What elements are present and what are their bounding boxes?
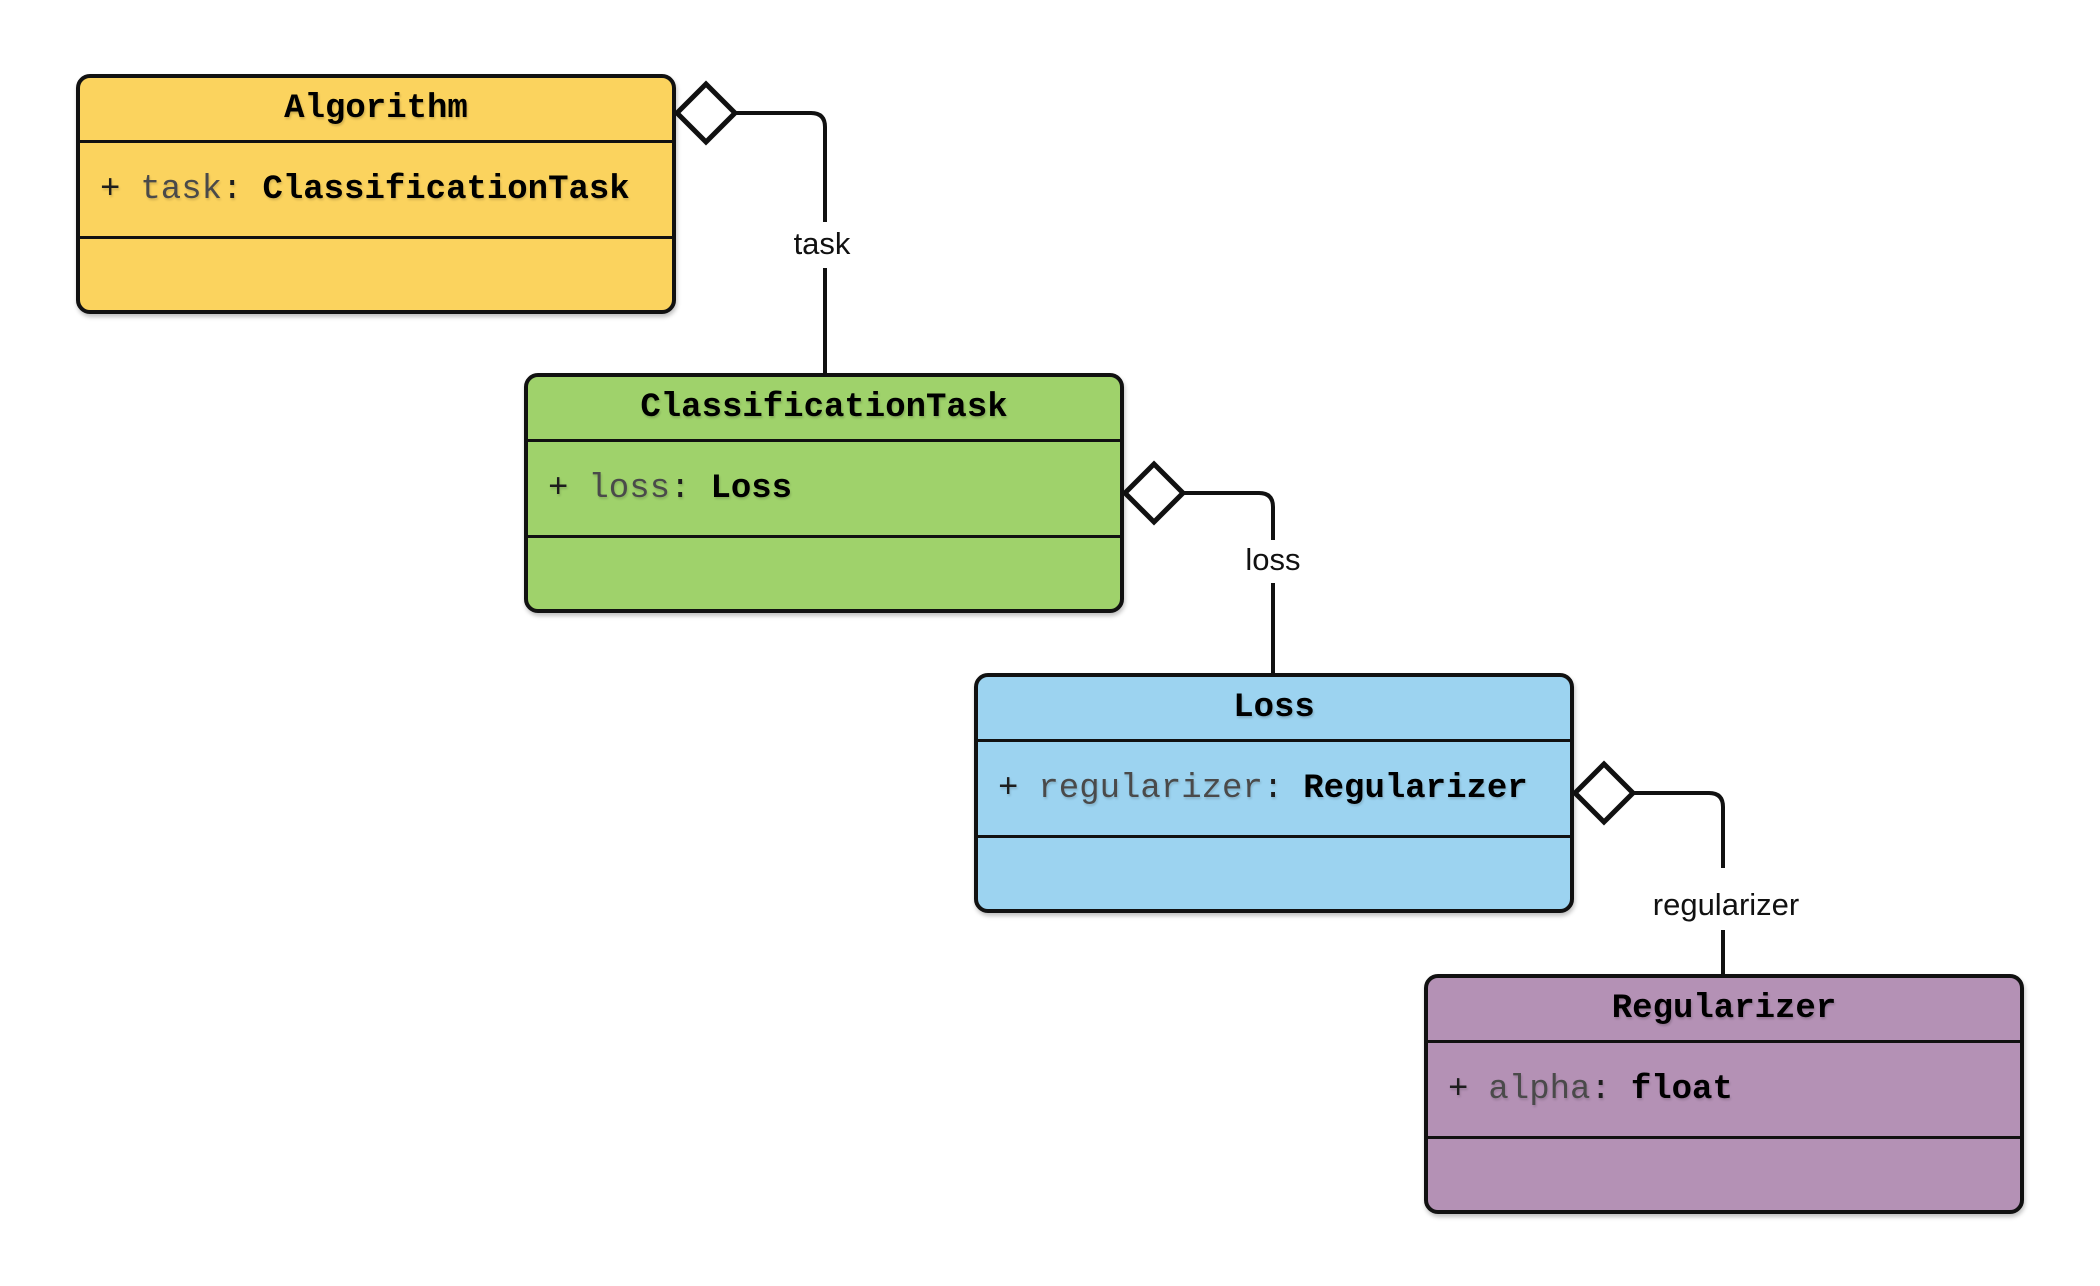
attribute-name: loss [588, 469, 671, 508]
relation-classificationtask-loss: loss [1121, 460, 1301, 675]
class-title: ClassificationTask [528, 377, 1120, 442]
relation-loss-label: loss [1245, 542, 1300, 577]
attribute-separator: : [670, 469, 691, 508]
class-methods-empty [80, 239, 672, 310]
class-title: Regularizer [1428, 978, 2020, 1043]
relation-task-line [734, 111, 827, 375]
class-attributes: + alpha: float [1428, 1043, 2020, 1139]
relation-task-label: task [794, 226, 851, 261]
attribute-separator: : [1590, 1070, 1611, 1109]
class-box-classificationtask: ClassificationTask + loss: Loss [524, 373, 1124, 613]
class-attributes: + task: ClassificationTask [80, 143, 672, 239]
class-methods-empty [1428, 1139, 2020, 1210]
attribute-name: alpha [1488, 1070, 1591, 1109]
class-box-loss: Loss + regularizer: Regularizer [974, 673, 1574, 913]
class-methods-empty [528, 538, 1120, 609]
attribute-visibility: + [548, 469, 569, 508]
attribute-type: Regularizer [1303, 769, 1528, 808]
attribute-separator: : [1262, 769, 1284, 808]
attribute-name: task [140, 170, 223, 209]
attribute-name: regularizer [1038, 769, 1263, 808]
attribute-visibility: + [100, 170, 121, 209]
attribute-visibility: + [1448, 1070, 1469, 1109]
relation-loss-regularizer: regularizer [1571, 760, 1799, 976]
aggregation-diamond-icon [1121, 460, 1187, 526]
class-attributes: + loss: Loss [528, 442, 1120, 538]
relation-algorithm-task: task [673, 80, 851, 375]
attribute-separator: : [222, 170, 243, 209]
attribute-type: ClassificationTask [262, 170, 630, 209]
attribute-type: float [1630, 1070, 1733, 1109]
class-box-regularizer: Regularizer + alpha: float [1424, 974, 2024, 1214]
relation-regularizer-line [1632, 791, 1725, 976]
class-attributes: + regularizer: Regularizer [978, 742, 1570, 838]
attribute-visibility: + [998, 769, 1019, 808]
class-methods-empty [978, 838, 1570, 909]
attribute-type: Loss [710, 469, 793, 508]
class-title: Algorithm [80, 78, 672, 143]
class-box-algorithm: Algorithm + task: ClassificationTask [76, 74, 676, 314]
class-title: Loss [978, 677, 1570, 742]
relation-loss-line [1182, 491, 1275, 675]
aggregation-diamond-icon [1571, 760, 1637, 826]
relation-regularizer-label: regularizer [1653, 887, 1799, 922]
aggregation-diamond-icon [673, 80, 739, 146]
